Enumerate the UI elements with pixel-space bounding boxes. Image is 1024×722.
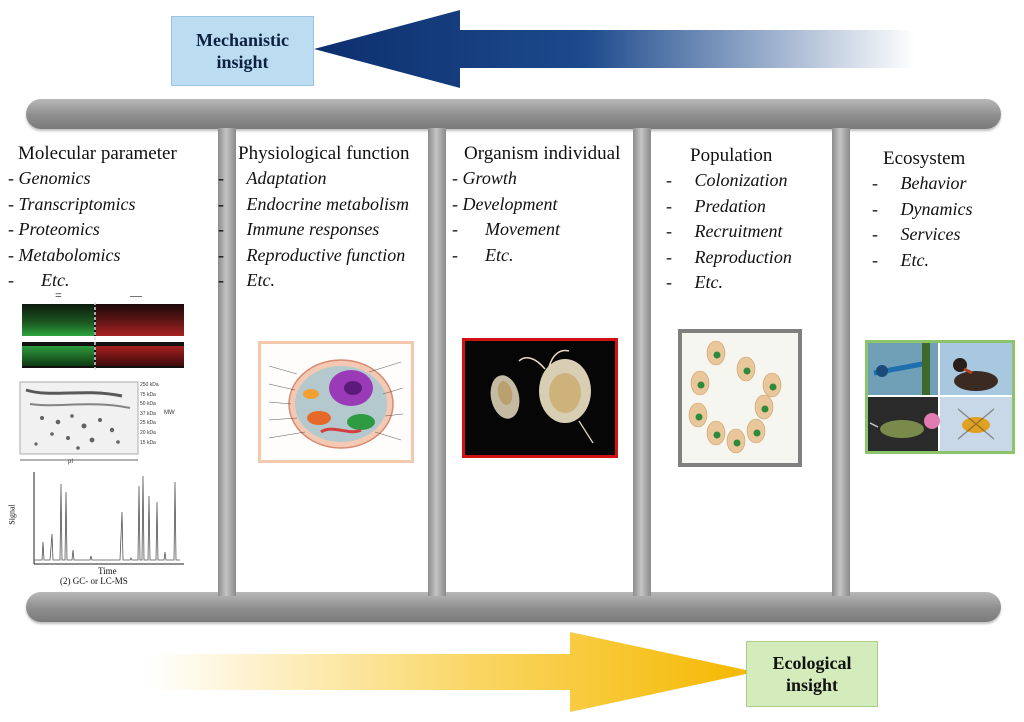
column-list-population: - Colonization - Predation - Recruitment… — [666, 168, 792, 296]
list-item: - Immune responses — [218, 219, 380, 239]
vertical-post-3 — [633, 128, 651, 596]
list-item: - Predation — [666, 195, 766, 216]
vertical-post-1 — [218, 128, 236, 596]
list-item: - Etc. — [872, 249, 929, 270]
daphnia-photo — [462, 338, 618, 458]
vertical-post-2 — [428, 128, 446, 596]
column-list-ecosystem: - Behavior - Dynamics - Services - Etc. — [872, 171, 972, 273]
ecological-insight-label: Ecological insight — [746, 641, 878, 707]
list-item: - Colonization — [666, 170, 788, 190]
list-item: - Development — [452, 193, 558, 214]
list-item: - Endocrine metabolism — [218, 193, 409, 214]
list-item: - Transcriptomics — [8, 193, 136, 214]
column-title-ecosystem: Ecosystem — [883, 148, 966, 169]
ecosystem-collage — [865, 340, 1015, 454]
list-item: - Adaptation — [218, 168, 327, 188]
column-list-physiological: - Adaptation - Endocrine metabolism - Im… — [218, 166, 409, 294]
column-title-molecular: Molecular parameter — [18, 143, 177, 164]
ecological-arrow — [150, 632, 755, 712]
cell-illustration — [258, 341, 414, 463]
list-item: - Etc. — [8, 270, 70, 290]
column-list-organism: - Growth - Development - Movement - Etc. — [452, 166, 560, 268]
chromatogram-xlabel: Time — [98, 566, 117, 576]
gel-marker-right: — — [130, 288, 142, 302]
population-photo — [678, 329, 802, 467]
top-horizontal-bar — [26, 99, 1001, 129]
mechanistic-insight-label: Mechanistic insight — [171, 16, 314, 86]
column-list-molecular: - Genomics - Transcriptomics - Proteomic… — [8, 166, 136, 294]
column-title-organism: Organism individual — [464, 143, 621, 164]
list-item: - Reproductive function — [218, 244, 406, 265]
chromatogram-caption: (2) GC- or LC-MS — [60, 576, 128, 586]
list-item: - Etc. — [218, 270, 275, 290]
column-title-physiological: Physiological function — [238, 143, 410, 164]
list-item: - Movement — [452, 219, 560, 239]
column-title-population: Population — [690, 145, 773, 166]
list-item: - Metabolomics — [8, 244, 121, 265]
blot-mw-label: MW — [164, 410, 175, 416]
mechanistic-arrow — [314, 10, 915, 88]
list-item: - Behavior — [872, 173, 967, 193]
list-item: - Genomics — [8, 168, 91, 188]
list-item: - Etc. — [452, 244, 514, 265]
chromatogram-plot — [33, 472, 184, 565]
blot-pi-label: pI — [68, 459, 74, 465]
chromatogram-ylabel: Signal — [7, 504, 17, 525]
list-item: - Reproduction — [666, 246, 792, 267]
bottom-horizontal-bar — [26, 592, 1001, 622]
list-item: - Etc. — [666, 272, 723, 292]
list-item: - Growth — [452, 168, 517, 188]
list-item: - Dynamics — [872, 198, 973, 219]
list-item: - Recruitment — [666, 221, 783, 241]
blot-kda-labels: 250 kDa 75 kDa 50 kDa 37 kDa 25 kDa 20 k… — [140, 382, 159, 446]
proteomics-2d-gel — [12, 378, 162, 464]
vertical-post-4 — [832, 128, 850, 596]
list-item: - Services — [872, 224, 961, 244]
gel-marker-left: = — [55, 288, 62, 302]
list-item: - Proteomics — [8, 219, 100, 239]
transcriptomics-heatmap — [8, 302, 186, 372]
